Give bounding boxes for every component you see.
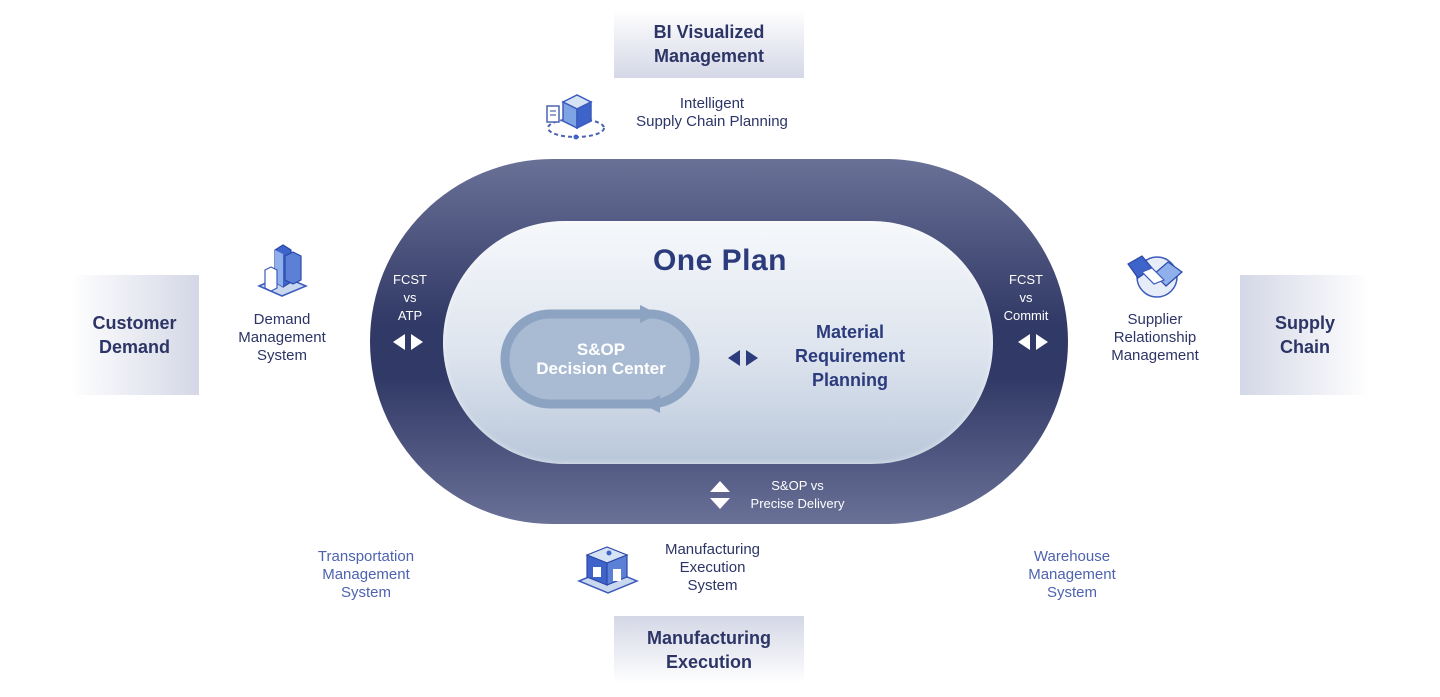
- edge-box-bi-visualized-management: BI Visualized Management: [614, 10, 804, 78]
- ring-label-fcst-vs-commit: FCST vs Commit: [1003, 272, 1049, 323]
- double-arrow-horizontal-icon: [728, 350, 758, 366]
- ring-label-sop-vs-precise-delivery: S&OP vs Precise Delivery: [750, 478, 845, 511]
- system-label-supplier-relationship-management: Supplier Relationship Management: [1111, 311, 1199, 364]
- double-arrow-vertical-icon: [710, 481, 730, 509]
- edge-box-manufacturing-execution: Manufacturing Execution: [614, 616, 804, 684]
- supply-chain-planning-icon: [546, 94, 605, 140]
- edge-label-left: Customer Demand: [92, 313, 177, 357]
- edge-box-customer-demand: Customer Demand: [70, 275, 199, 395]
- edge-label-top: BI Visualized Management: [653, 22, 765, 66]
- edge-label-bottom: Manufacturing Execution: [647, 628, 771, 672]
- factory-icon: [577, 546, 639, 594]
- sop-decision-center-label: S&OP Decision Center: [536, 340, 666, 378]
- buildings-icon: [257, 244, 308, 297]
- edge-label-right: Supply Chain: [1274, 313, 1335, 357]
- double-arrow-horizontal-icon: [393, 334, 423, 350]
- system-label-manufacturing-execution-system: Manufacturing Execution System: [664, 541, 761, 594]
- one-plan-title: One Plan: [652, 244, 788, 277]
- handshake-icon: [1127, 255, 1183, 298]
- material-requirement-planning-label: Material Requirement Planning: [794, 322, 906, 390]
- double-arrow-horizontal-icon: [1018, 334, 1048, 350]
- edge-box-supply-chain: Supply Chain: [1240, 275, 1370, 395]
- ring-label-fcst-vs-atp: FCST vs ATP: [393, 272, 427, 323]
- system-label-intelligent-supply-chain-planning: Intelligent Supply Chain Planning: [636, 95, 788, 130]
- system-label-transportation-management-system: Transportation Management System: [317, 548, 415, 601]
- system-label-warehouse-management-system: Warehouse Management System: [1028, 548, 1116, 601]
- cycle-arrows-icon: [500, 305, 700, 413]
- system-label-demand-management-system: Demand Management System: [238, 311, 326, 364]
